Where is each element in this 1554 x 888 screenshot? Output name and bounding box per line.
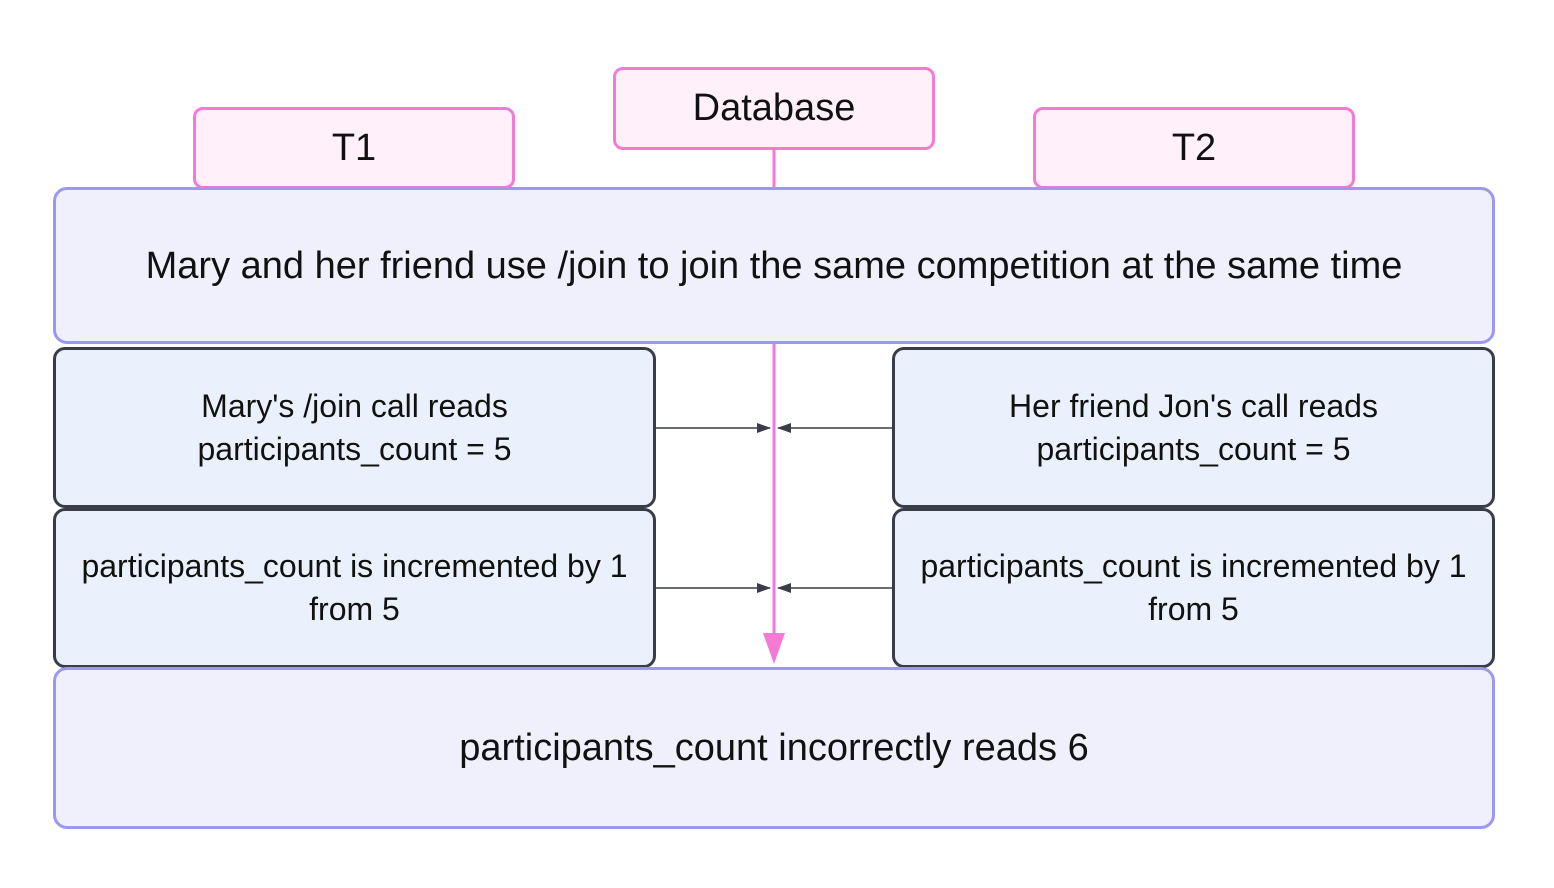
actor-t1: T1: [193, 107, 515, 189]
database-lifeline-arrowhead: [763, 633, 785, 664]
t2-read-step-text: Her friend Jon's call reads participants…: [1009, 387, 1378, 467]
actor-t2: T2: [1033, 107, 1355, 189]
t1-increment-step: participants_count is incremented by 1 f…: [53, 508, 656, 668]
scenario-box: Mary and her friend use /join to join th…: [53, 187, 1495, 344]
actor-t2-label: T2: [1171, 126, 1217, 169]
actor-database: Database: [613, 67, 935, 150]
t1-read-step: Mary's /join call reads participants_cou…: [53, 347, 656, 508]
t2-increment-step-text: participants_count is incremented by 1 f…: [920, 548, 1467, 627]
actor-t1-label: T1: [331, 126, 377, 169]
t1-increment-step-text: participants_count is incremented by 1 f…: [81, 548, 628, 627]
t1-increment-arrowhead: [757, 583, 771, 593]
scenario-text: Mary and her friend use /join to join th…: [145, 244, 1403, 287]
result-text: participants_count incorrectly reads 6: [459, 726, 1089, 769]
t1-read-arrowhead: [757, 423, 771, 433]
t2-read-step: Her friend Jon's call reads participants…: [892, 347, 1495, 508]
result-box: participants_count incorrectly reads 6: [53, 667, 1495, 829]
actor-database-label: Database: [692, 87, 856, 129]
t2-increment-step: participants_count is incremented by 1 f…: [892, 508, 1495, 668]
t1-read-step-text: Mary's /join call reads participants_cou…: [197, 387, 512, 467]
t2-read-arrowhead: [777, 423, 791, 433]
t2-increment-arrowhead: [777, 583, 791, 593]
